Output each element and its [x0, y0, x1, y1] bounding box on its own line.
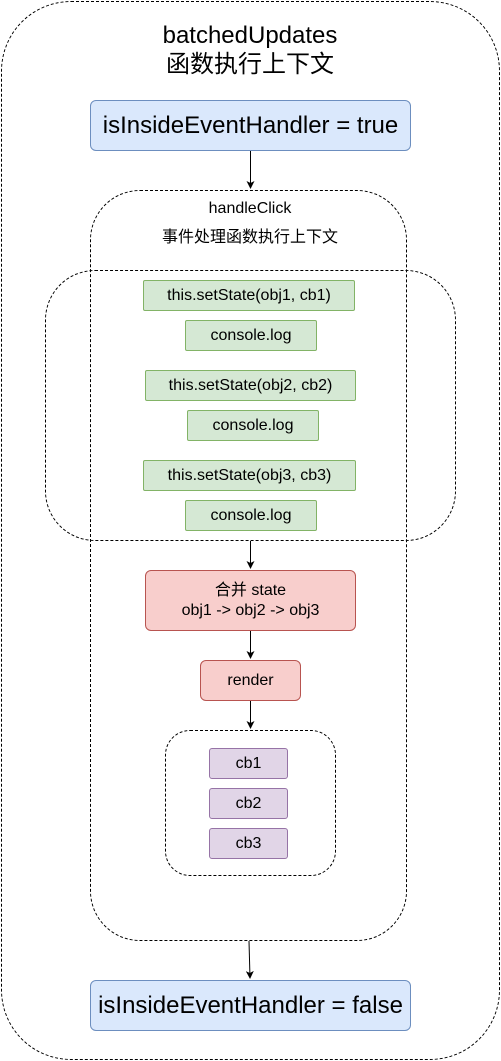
batched-updates-title: batchedUpdates [162, 22, 338, 49]
handle-click-container [90, 190, 407, 941]
callback-cb3: cb3 [209, 828, 288, 859]
console-log-2: console.log [187, 410, 319, 441]
merge-state-line2: obj1 -> obj2 -> obj3 [181, 601, 320, 619]
console-log-1: console.log [185, 320, 317, 351]
callbacks-container [165, 730, 336, 876]
merge-state-line1: 合并 state [214, 581, 287, 599]
handle-click-subtitle: 事件处理函数执行上下文 [161, 229, 338, 246]
setstate-group-container [45, 270, 456, 541]
render-node: render [200, 660, 301, 701]
merge-state-node: 合并 state obj1 -> obj2 -> obj3 [145, 570, 356, 631]
setstate-call-2: this.setState(obj2, cb2) [145, 370, 356, 401]
callback-cb1: cb1 [209, 748, 288, 779]
setstate-call-3: this.setState(obj3, cb3) [143, 460, 356, 491]
batched-updates-subtitle: 函数执行上下文 [166, 51, 334, 78]
callback-cb2: cb2 [209, 788, 288, 819]
console-log-3: console.log [185, 500, 317, 531]
setstate-call-1: this.setState(obj1, cb1) [143, 280, 355, 311]
handle-click-title: handleClick [208, 200, 292, 217]
end-node: isInsideEventHandler = false [90, 980, 411, 1031]
start-node: isInsideEventHandler = true [90, 100, 411, 151]
